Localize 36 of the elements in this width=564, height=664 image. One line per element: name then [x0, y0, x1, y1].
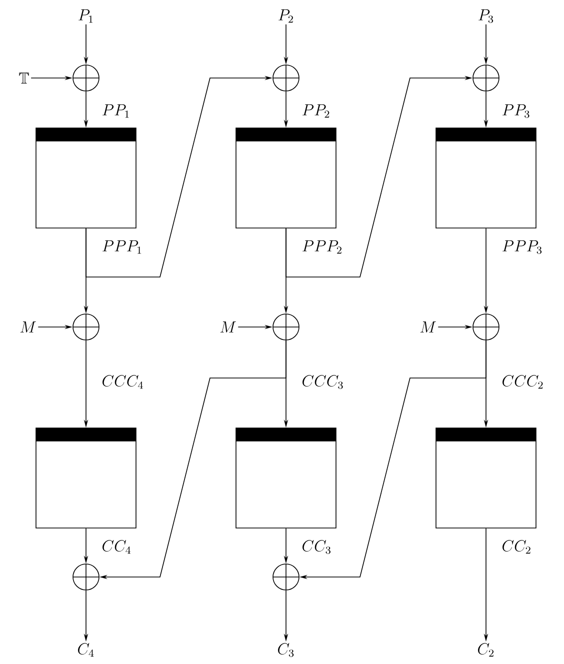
edge-label: $CCC_3$	[302, 375, 343, 389]
edge-label: $PPP_1$	[102, 240, 142, 254]
variable-label: $M$	[20, 322, 36, 332]
variable-label: $P_1$	[78, 9, 93, 23]
edge-label: $PP_1$	[102, 104, 129, 118]
variable-label: $C_2$	[478, 643, 494, 657]
edge-label: $CC_3$	[302, 540, 330, 554]
edge-label: $CC_4$	[102, 540, 131, 554]
edge-label: $PP_2$	[302, 104, 330, 118]
xor-symbol	[472, 64, 500, 92]
cipher-block	[36, 128, 136, 228]
variable-label: $P_2$	[278, 9, 293, 23]
variable-label: $M$	[220, 322, 236, 332]
variable-label: $C_3$	[278, 643, 294, 657]
edge-label: $PP_3$	[502, 104, 530, 118]
edge-label: $PPP_3$	[502, 240, 542, 254]
xor-symbol	[72, 314, 100, 340]
cipher-block	[36, 428, 136, 528]
xor-symbol	[272, 314, 300, 340]
xor-symbol	[272, 564, 300, 590]
variable-label: $\mathbb{T}$	[19, 72, 29, 84]
xor-symbol	[72, 64, 100, 92]
cipher-block	[236, 128, 336, 228]
edge-label: $CCC_2$	[502, 375, 543, 389]
variable-label: $C_4$	[78, 643, 94, 657]
xor-symbol	[272, 64, 300, 92]
edge-label: $CC_2$	[502, 540, 530, 554]
xor-symbol	[72, 564, 100, 590]
xor-symbol	[472, 314, 500, 340]
variable-label: $P_3$	[478, 9, 494, 23]
cipher-block	[236, 428, 336, 528]
edge-label: $PPP_2$	[302, 240, 342, 254]
edge-label: $CCC_4$	[102, 375, 143, 389]
variable-label: $M$	[420, 322, 436, 332]
cipher-block	[436, 128, 536, 228]
cipher-block	[436, 428, 536, 528]
